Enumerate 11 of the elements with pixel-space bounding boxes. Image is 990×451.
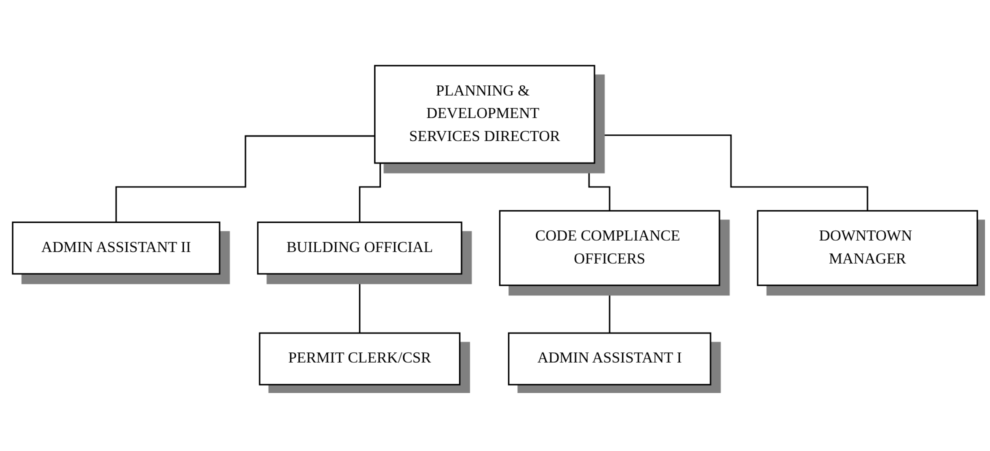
node-box: DOWNTOWN MANAGER — [756, 210, 978, 286]
node-box: ADMIN ASSISTANT II — [12, 222, 220, 275]
node-box: PLANNING & DEVELOPMENT SERVICES DIRECTOR — [374, 65, 596, 164]
connector — [608, 284, 610, 334]
connector — [358, 273, 360, 334]
connector — [115, 136, 375, 224]
node-box: PERMIT CLERK/CSR — [258, 332, 460, 386]
connector — [594, 134, 868, 212]
node-box: BUILDING OFFICIAL — [257, 222, 462, 275]
node-box: ADMIN ASSISTANT I — [508, 332, 712, 386]
node-box: CODE COMPLIANCE OFFICERS — [499, 210, 720, 286]
